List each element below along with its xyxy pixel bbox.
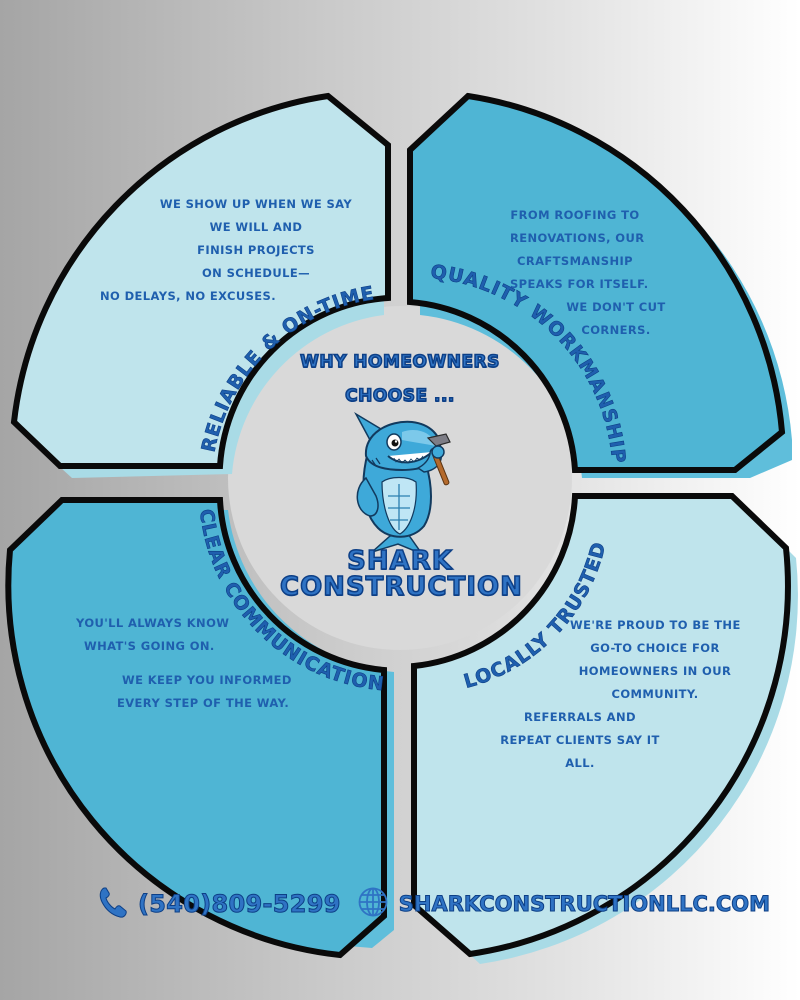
- panel-communication-line: YOU'LL ALWAYS KNOW: [76, 616, 230, 630]
- globe-icon: [357, 886, 389, 922]
- panel-trusted-line: REFERRALS AND: [524, 710, 636, 724]
- panel-communication-line: WHAT'S GOING ON.: [84, 639, 215, 653]
- panel-trusted-line: REPEAT CLIENTS SAY IT: [500, 733, 660, 747]
- contact-bar: (540)809-5299 SHARKCONSTRUCTIONLLC.COM: [98, 884, 771, 924]
- panel-reliable-shape: [10, 92, 391, 469]
- brand-name-line2: CONSTRUCTION: [279, 572, 523, 602]
- panel-trusted-line: WE'RE PROUD TO BE THE: [570, 618, 741, 632]
- panel-trusted-line: ALL.: [565, 756, 595, 770]
- panel-quality-line: SPEAKS FOR ITSELF.: [510, 277, 649, 291]
- center-kicker-line2: CHOOSE ...: [344, 385, 455, 407]
- panel-quality-body: FROM ROOFING TO RENOVATIONS, OUR CRAFTSM…: [510, 204, 665, 342]
- panel-quality-line: FROM ROOFING TO: [510, 208, 640, 222]
- panel-quality-line: CORNERS.: [581, 323, 651, 337]
- panel-reliable-body: WE SHOW UP WHEN WE SAY WE WILL AND FINIS…: [100, 193, 400, 308]
- panel-quality-line: CRAFTSMANSHIP: [517, 254, 633, 268]
- panel-quality: [407, 92, 792, 478]
- panel-trusted-body: WE'RE PROUD TO BE THE GO-TO CHOICE FOR H…: [570, 614, 740, 706]
- panel-reliable-line: WE SHOW UP WHEN WE SAY: [159, 197, 353, 211]
- panel-trusted-line: COMMUNITY.: [611, 687, 699, 701]
- panel-communication-line: WE KEEP YOU INFORMED: [122, 673, 292, 687]
- brand-name-line1: SHARK: [346, 546, 453, 576]
- center-kicker-line1: WHY HOMEOWNERS: [299, 351, 500, 373]
- shark-mascot-icon: [354, 411, 451, 556]
- panel-communication-line: EVERY STEP OF THE WAY.: [117, 696, 290, 710]
- panel-communication-shape: [5, 497, 387, 959]
- panel-trusted-shape: [411, 493, 791, 958]
- panel-trusted-body-2: REFERRALS AND REPEAT CLIENTS SAY IT ALL.: [500, 706, 660, 775]
- panel-quality-line: RENOVATIONS, OUR: [510, 231, 645, 245]
- phone-number-link[interactable]: (540)809-5299: [138, 890, 341, 919]
- panel-quality-shape: [407, 92, 786, 473]
- phone-icon: [98, 886, 128, 922]
- website-link[interactable]: SHARKCONSTRUCTIONLLC.COM: [398, 892, 771, 917]
- panel-quality-line: WE DON'T CUT: [566, 300, 666, 314]
- panel-communication-body: YOU'LL ALWAYS KNOW WHAT'S GOING ON. WE K…: [68, 612, 328, 715]
- panel-reliable-line: FINISH PROJECTS: [197, 243, 315, 257]
- panel-communication: [5, 497, 394, 959]
- panel-reliable: [10, 92, 391, 478]
- panel-trusted-line: GO-TO CHOICE FOR: [590, 641, 720, 655]
- panel-reliable-line: WE WILL AND: [209, 220, 303, 234]
- panel-trusted-line: HOMEOWNERS IN OUR: [578, 664, 732, 678]
- panel-reliable-line: NO DELAYS, NO EXCUSES.: [100, 289, 276, 303]
- panel-trusted: [411, 493, 798, 964]
- panel-reliable-line: ON SCHEDULE—: [202, 266, 310, 280]
